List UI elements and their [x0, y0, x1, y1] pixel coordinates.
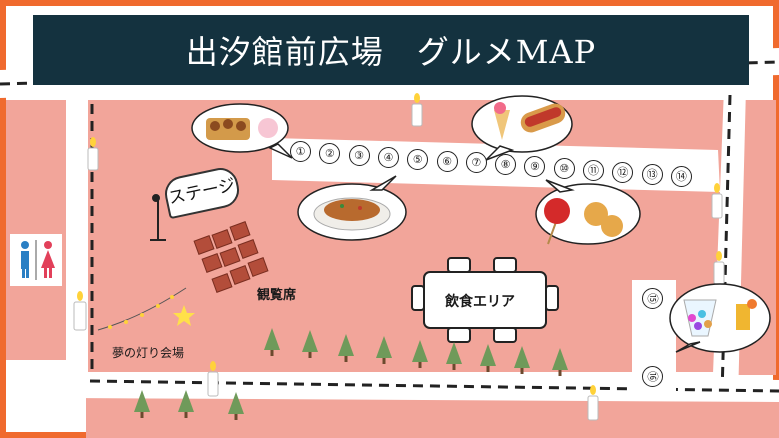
stall-marker: ④: [377, 146, 399, 168]
string-lights-icon: [97, 287, 195, 331]
stall-marker: ⑨: [524, 156, 546, 178]
shaved-ice-icon: [669, 283, 771, 353]
tree-icon: [514, 346, 530, 374]
stall-marker: ⑥: [436, 150, 458, 172]
stall-marker: ③: [348, 144, 370, 166]
left-ground: [6, 100, 66, 360]
tree-icon: [412, 340, 428, 368]
tree-icons: [134, 328, 568, 420]
stall-marker: ⑫: [612, 161, 634, 183]
stall-marker: ⑦: [465, 152, 487, 174]
stall-marker: ⑧: [495, 154, 517, 176]
map-title: 出汐館前広場 グルメMAP: [33, 15, 749, 85]
takoyaki-icon: [191, 103, 293, 159]
tree-icon: [376, 336, 392, 364]
stall-marker: ⑩: [553, 158, 575, 180]
tree-icon: [302, 330, 318, 358]
hotdog-icon: [520, 103, 566, 133]
candle-icons: [73, 93, 725, 421]
plaza-ground: [86, 100, 726, 372]
stall-marker: ⑭: [670, 165, 692, 187]
toilet-icon: [10, 234, 62, 286]
stall-marker: ⑤: [407, 148, 429, 170]
yakisoba-icon: [297, 175, 407, 241]
tree-icon: [480, 344, 496, 372]
lights-venue-label: 夢の灯り会場: [112, 346, 185, 360]
pastry-icon: [584, 202, 623, 237]
stall-marker: ⑬: [641, 163, 663, 185]
stall-marker: ②: [319, 142, 341, 164]
dining-area-label: 飲食エリア: [445, 294, 515, 310]
seating-label: 観覧席: [257, 288, 297, 303]
tree-icon: [338, 334, 354, 362]
side-stall-marker: ⑯: [642, 366, 663, 387]
side-stall-marker: ⑮: [642, 288, 663, 309]
tree-icon: [134, 390, 150, 418]
lower-ground: [86, 398, 779, 438]
chair-icons: [193, 221, 269, 293]
tree-icon: [178, 390, 194, 418]
drink-icon: [736, 299, 757, 330]
dining-table-icon: [411, 257, 559, 343]
road-bottom: [70, 372, 779, 402]
stall-marker: ①: [290, 141, 311, 162]
tree-icon: [446, 342, 462, 370]
tree-icon: [264, 328, 280, 356]
tree-icon: [552, 348, 568, 376]
stall-marker: ⑪: [583, 160, 604, 181]
tree-icon: [228, 392, 244, 420]
microphone-icon: [150, 194, 166, 241]
